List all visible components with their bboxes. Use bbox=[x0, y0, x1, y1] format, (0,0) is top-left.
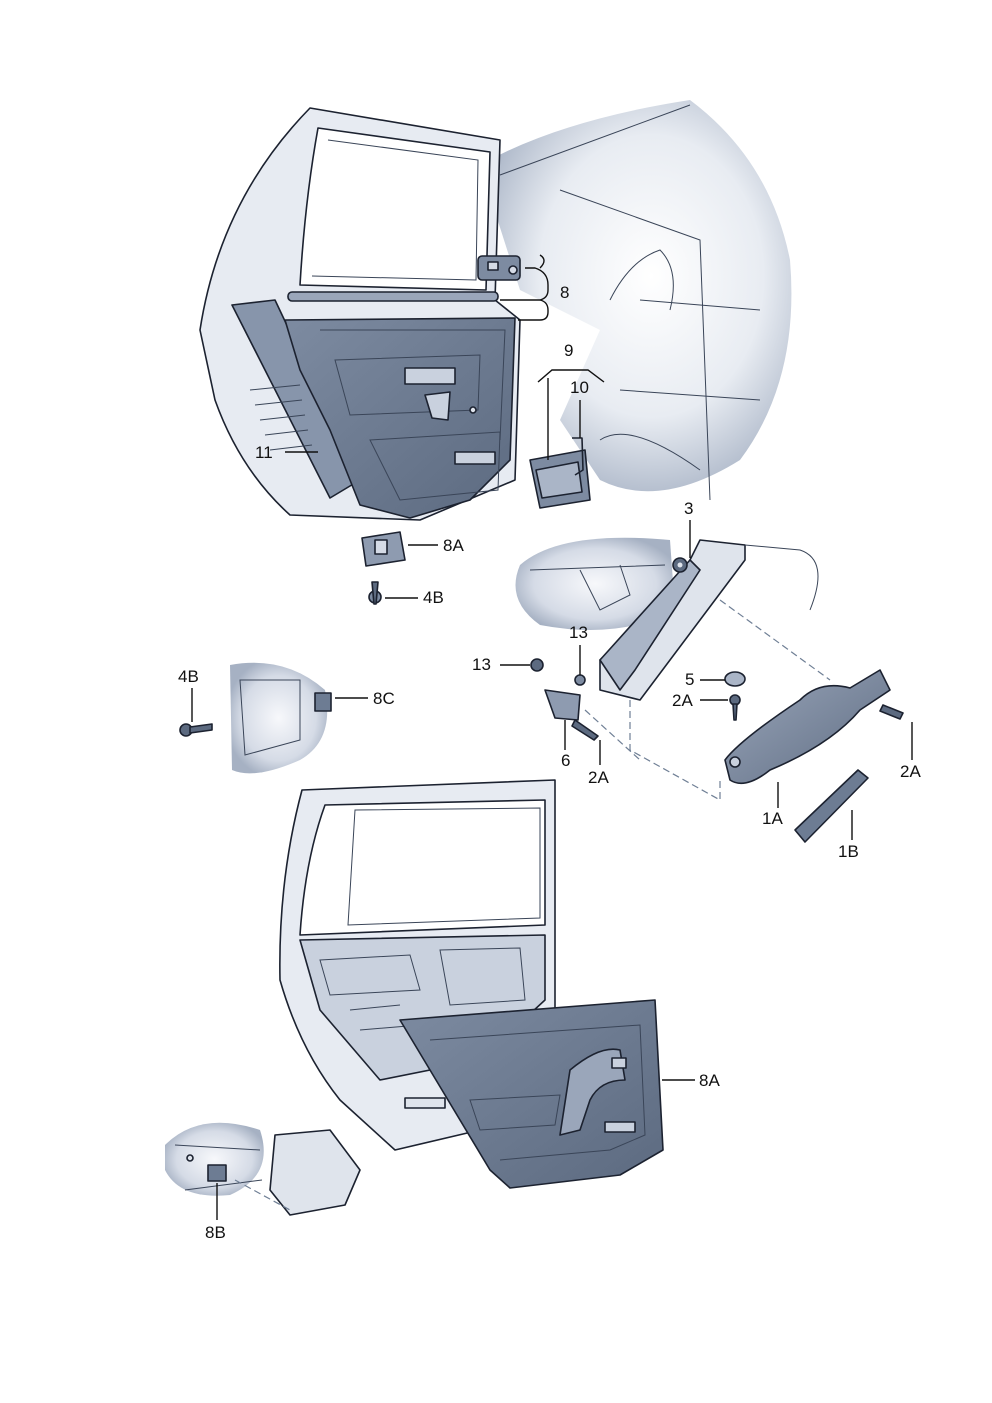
bottom-door-assembly bbox=[165, 779, 664, 1216]
label-2a-mid: 2A bbox=[672, 691, 693, 710]
speaker-part-9-icon bbox=[529, 449, 591, 509]
label-8b: 8B bbox=[205, 1223, 226, 1242]
label-11: 11 bbox=[255, 443, 273, 462]
label-13-right: 13 bbox=[569, 623, 588, 642]
label-1b: 1B bbox=[838, 842, 859, 861]
label-1a: 1A bbox=[762, 809, 783, 828]
label-8a-bottom: 8A bbox=[699, 1071, 720, 1090]
clip-8c-icon bbox=[314, 692, 332, 712]
label-2a-right: 2A bbox=[900, 762, 921, 781]
vehicle-interior-background bbox=[480, 100, 792, 492]
clip-8-icon bbox=[477, 255, 521, 281]
wire-part-10-icon bbox=[572, 437, 584, 476]
panel-fragment bbox=[269, 1129, 361, 1216]
clip-8b-icon bbox=[207, 1164, 227, 1182]
screw-4b-left-icon bbox=[179, 723, 213, 737]
screw-2a-left-icon bbox=[571, 719, 599, 741]
label-8c: 8C bbox=[373, 689, 395, 708]
label-10: 10 bbox=[570, 378, 589, 397]
label-4b-top: 4B bbox=[423, 588, 444, 607]
label-13-left: 13 bbox=[472, 655, 491, 674]
top-door-assembly bbox=[199, 100, 792, 605]
window-frame bbox=[299, 127, 491, 291]
handle-assembly bbox=[515, 537, 904, 843]
cap-5-icon bbox=[724, 671, 746, 687]
label-5: 5 bbox=[685, 670, 694, 689]
screw-2a-mid-icon bbox=[729, 694, 741, 721]
label-8a-top: 8A bbox=[443, 536, 464, 555]
part-labels: 8 9 10 11 8A 4B 3 13 13 5 2A 4B 8C 6 2A … bbox=[178, 283, 921, 1242]
label-6: 6 bbox=[561, 751, 570, 770]
handle-area-vignette bbox=[515, 537, 675, 630]
door-trim-panel-bottom bbox=[399, 999, 664, 1189]
label-9: 9 bbox=[564, 341, 573, 360]
bottom-window-frame bbox=[299, 799, 546, 936]
clip-8a-icon bbox=[361, 531, 406, 567]
detail-8c-vignette bbox=[230, 662, 328, 774]
label-2a-lower-left: 2A bbox=[588, 768, 609, 787]
window-seal-strip bbox=[287, 291, 499, 302]
door-trim-panel-top bbox=[284, 317, 516, 519]
nut-3-icon bbox=[672, 557, 688, 573]
bracket-6-icon bbox=[544, 689, 581, 721]
leader-lines bbox=[191, 254, 913, 1220]
label-3: 3 bbox=[684, 499, 693, 518]
nut-13-left-icon bbox=[530, 658, 544, 672]
cover-strip-1b-icon bbox=[794, 769, 869, 843]
detail-8b-vignette bbox=[165, 1122, 264, 1196]
label-8-top: 8 bbox=[560, 283, 569, 302]
screw-2a-right-icon bbox=[879, 704, 904, 720]
grab-handle-1a-icon bbox=[724, 669, 891, 785]
label-4b-left: 4B bbox=[178, 667, 199, 686]
nut-13-right-icon bbox=[574, 674, 586, 686]
screw-4b-icon bbox=[368, 581, 382, 605]
detail-8c bbox=[179, 662, 332, 774]
